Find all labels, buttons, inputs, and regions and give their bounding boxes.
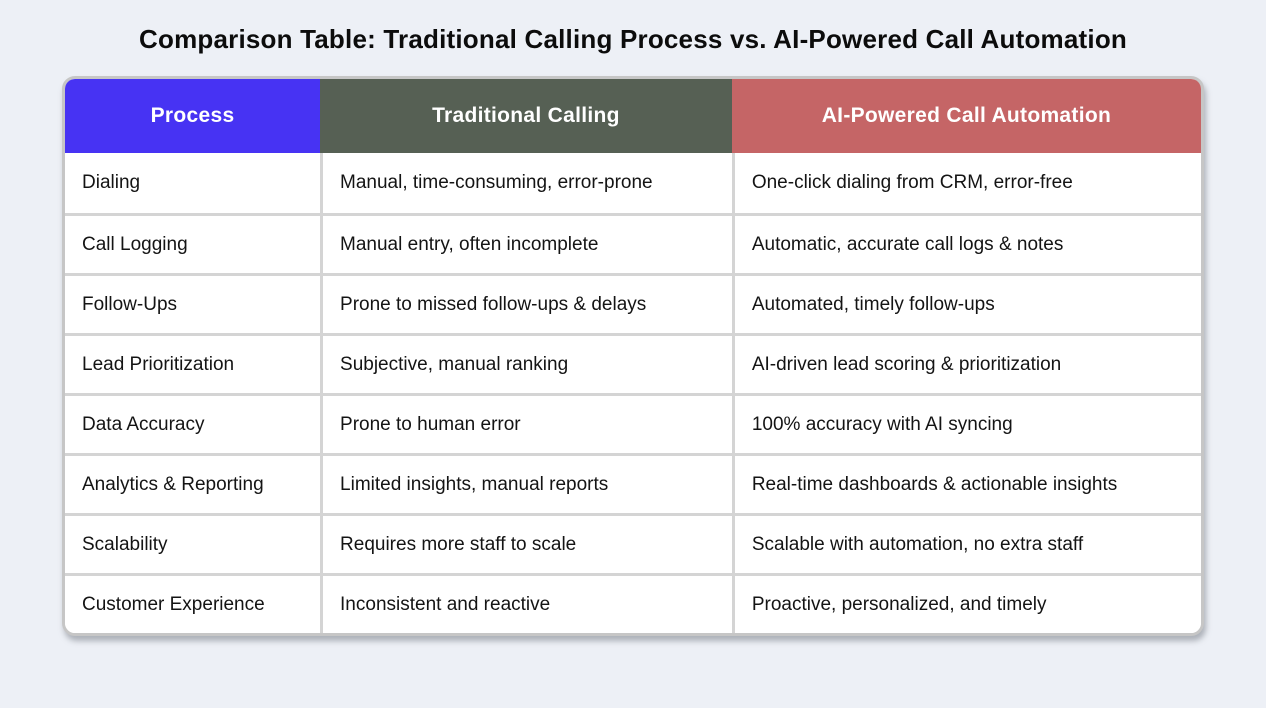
table-row: Data Accuracy Prone to human error 100% …	[65, 393, 1201, 453]
cell-ai: Proactive, personalized, and timely	[731, 576, 1201, 633]
cell-ai: Automated, timely follow-ups	[731, 276, 1201, 333]
cell-process: Customer Experience	[82, 593, 265, 615]
cell-traditional: Manual entry, often incomplete	[320, 216, 732, 273]
cell-traditional: Manual, time-consuming, error-prone	[320, 153, 732, 213]
table-header-row: Process Traditional Calling AI-Powered C…	[65, 79, 1201, 153]
cell-process: Scalability	[82, 533, 168, 555]
column-header-ai-powered-call-automation: AI-Powered Call Automation	[731, 79, 1201, 153]
cell-process: Dialing	[82, 172, 141, 193]
cell-traditional: Requires more staff to scale	[320, 516, 732, 573]
cell-process: Call Logging	[82, 233, 188, 255]
cell-ai: Real-time dashboards & actionable insigh…	[731, 456, 1201, 513]
page-title: Comparison Table: Traditional Calling Pr…	[139, 24, 1127, 54]
comparison-table: Process Traditional Calling AI-Powered C…	[62, 76, 1204, 636]
cell-process: Analytics & Reporting	[82, 473, 264, 495]
cell-traditional: Inconsistent and reactive	[320, 576, 732, 633]
cell-process: Lead Prioritization	[82, 353, 235, 375]
table-row: Dialing Manual, time-consuming, error-pr…	[65, 153, 1201, 213]
table-row: Follow-Ups Prone to missed follow-ups & …	[65, 273, 1201, 333]
cell-traditional: Prone to human error	[320, 396, 732, 453]
column-header-traditional-calling: Traditional Calling	[320, 79, 732, 153]
table-row: Customer Experience Inconsistent and rea…	[65, 573, 1201, 633]
column-header-process: Process	[65, 79, 321, 153]
cell-ai: Scalable with automation, no extra staff	[731, 516, 1201, 573]
cell-ai: 100% accuracy with AI syncing	[731, 396, 1201, 453]
cell-traditional: Subjective, manual ranking	[320, 336, 732, 393]
cell-process: Follow-Ups	[82, 293, 178, 315]
cell-ai: One-click dialing from CRM, error-free	[731, 153, 1201, 213]
cell-ai: AI-driven lead scoring & prioritization	[731, 336, 1201, 393]
table-row: Scalability Requires more staff to scale…	[65, 513, 1201, 573]
table-row: Analytics & Reporting Limited insights, …	[65, 453, 1201, 513]
table-row: Call Logging Manual entry, often incompl…	[65, 213, 1201, 273]
table-row: Lead Prioritization Subjective, manual r…	[65, 333, 1201, 393]
cell-process: Data Accuracy	[82, 413, 205, 435]
cell-ai: Automatic, accurate call logs & notes	[731, 216, 1201, 273]
cell-traditional: Limited insights, manual reports	[320, 456, 732, 513]
cell-traditional: Prone to missed follow-ups & delays	[320, 276, 732, 333]
